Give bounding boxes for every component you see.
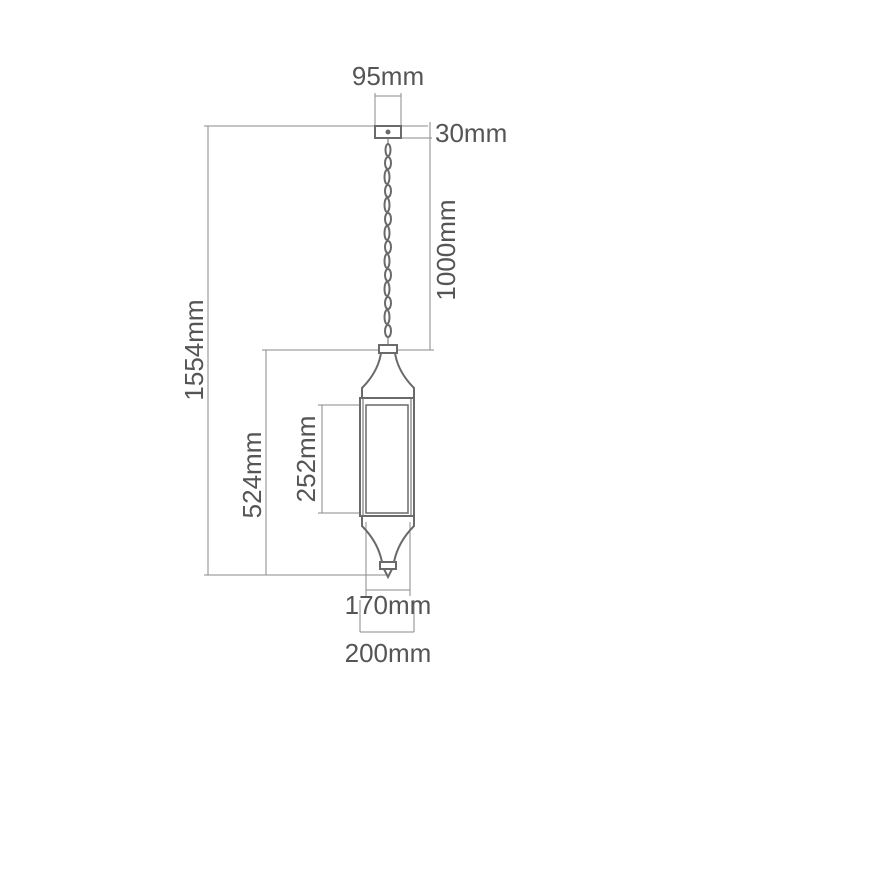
pendant-lamp [359, 125, 415, 580]
lantern-height-label: 524mm [237, 432, 267, 519]
canopy-height-label: 30mm [435, 118, 507, 148]
lantern-bottom-cap [379, 561, 397, 570]
canopy-screw [385, 129, 391, 135]
outer-width-label: 200mm [345, 638, 432, 668]
dimension-labels: 95mm 30mm 1000mm 1554mm 524mm 252mm 170m… [179, 61, 507, 668]
dimension-lines [204, 93, 434, 633]
chain [383, 138, 392, 345]
overall-height-label: 1554mm [179, 299, 209, 400]
glass-panel [365, 404, 409, 514]
inner-width-label: 170mm [345, 590, 432, 620]
lantern-top-cap [378, 344, 398, 354]
canopy-width-label: 95mm [352, 61, 424, 91]
chain-length-label: 1000mm [431, 199, 461, 300]
glass-height-label: 252mm [291, 416, 321, 503]
